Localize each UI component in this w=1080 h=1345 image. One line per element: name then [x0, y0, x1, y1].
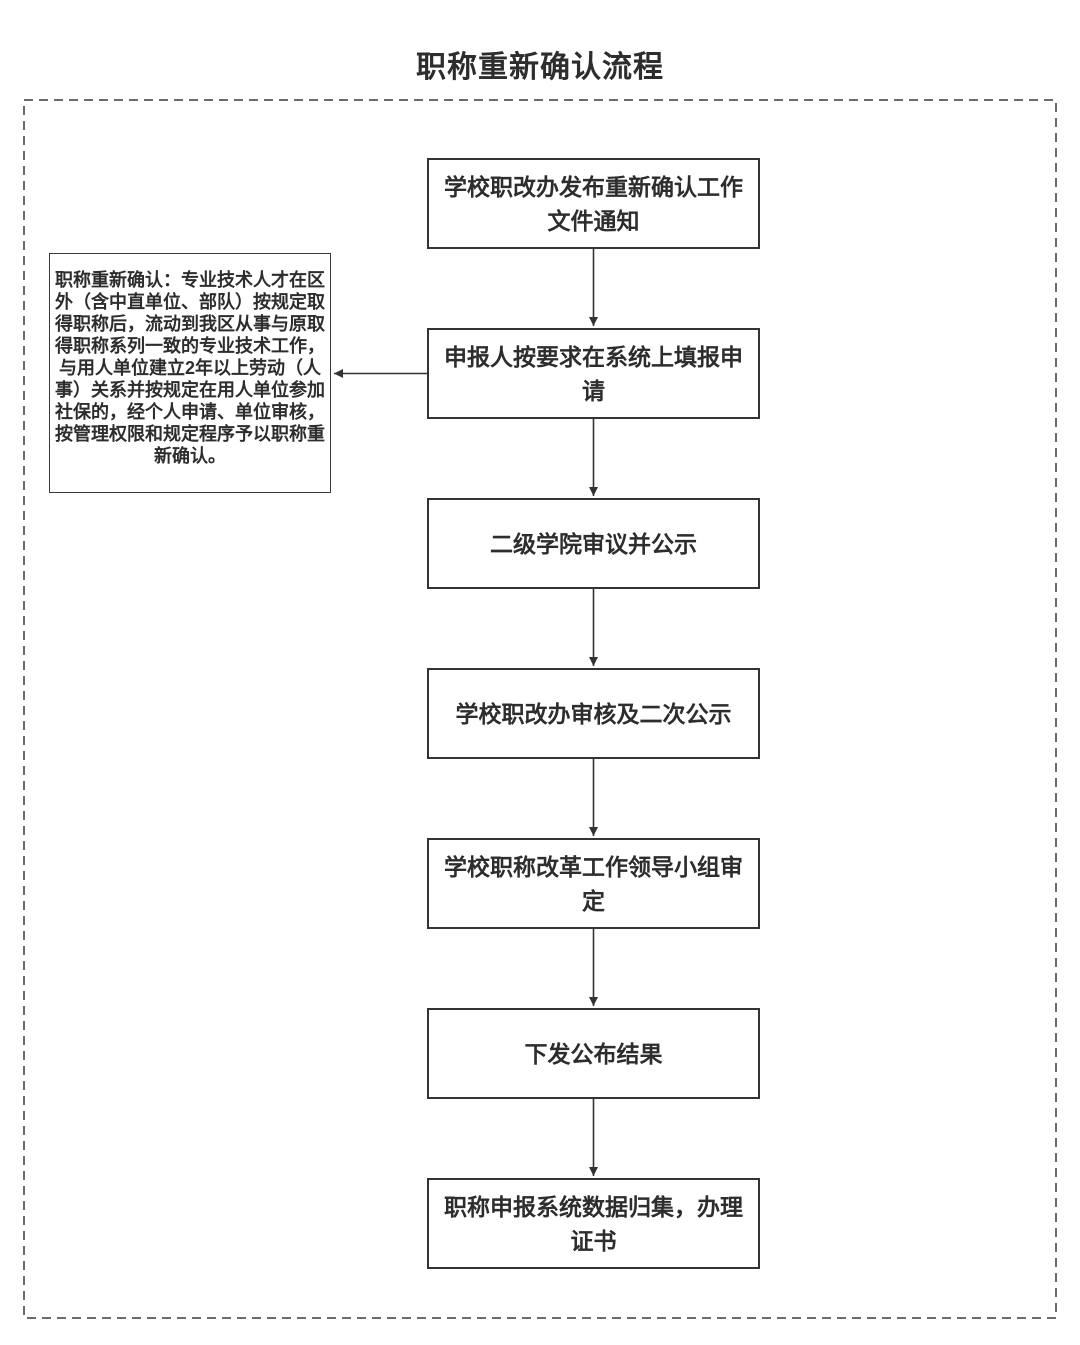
flow-step-label: 学校职称改革工作领导小组审定	[444, 853, 743, 914]
flow-step-data-collection-certificate: 职称申报系统数据归集，办理证书	[427, 1178, 760, 1269]
flow-step-label: 二级学院审议并公示	[490, 530, 697, 557]
flow-step-label: 职称申报系统数据归集，办理证书	[444, 1193, 743, 1254]
flow-step-applicant-submit: 申报人按要求在系统上填报申请	[427, 328, 760, 419]
flow-step-office-audit: 学校职改办审核及二次公示	[427, 668, 760, 759]
flow-step-announce-results: 下发公布结果	[427, 1008, 760, 1099]
flow-step-publish-notice: 学校职改办发布重新确认工作文件通知	[427, 158, 760, 249]
definition-note: 职称重新确认：专业技术人才在区外（含中直单位、部队）按规定取得职称后，流动到我区…	[49, 253, 331, 493]
definition-note-text: 职称重新确认：专业技术人才在区外（含中直单位、部队）按规定取得职称后，流动到我区…	[55, 270, 325, 466]
flow-step-label: 申报人按要求在系统上填报申请	[444, 343, 743, 404]
flow-step-college-review: 二级学院审议并公示	[427, 498, 760, 589]
flow-step-leading-group-approval: 学校职称改革工作领导小组审定	[427, 838, 760, 929]
dashed-outer-frame	[23, 99, 1057, 1319]
flow-step-label: 学校职改办审核及二次公示	[455, 700, 732, 727]
page-title: 职称重新确认流程	[416, 51, 664, 84]
flow-step-label: 下发公布结果	[524, 1040, 663, 1067]
flow-step-label: 学校职改办发布重新确认工作文件通知	[444, 173, 743, 234]
